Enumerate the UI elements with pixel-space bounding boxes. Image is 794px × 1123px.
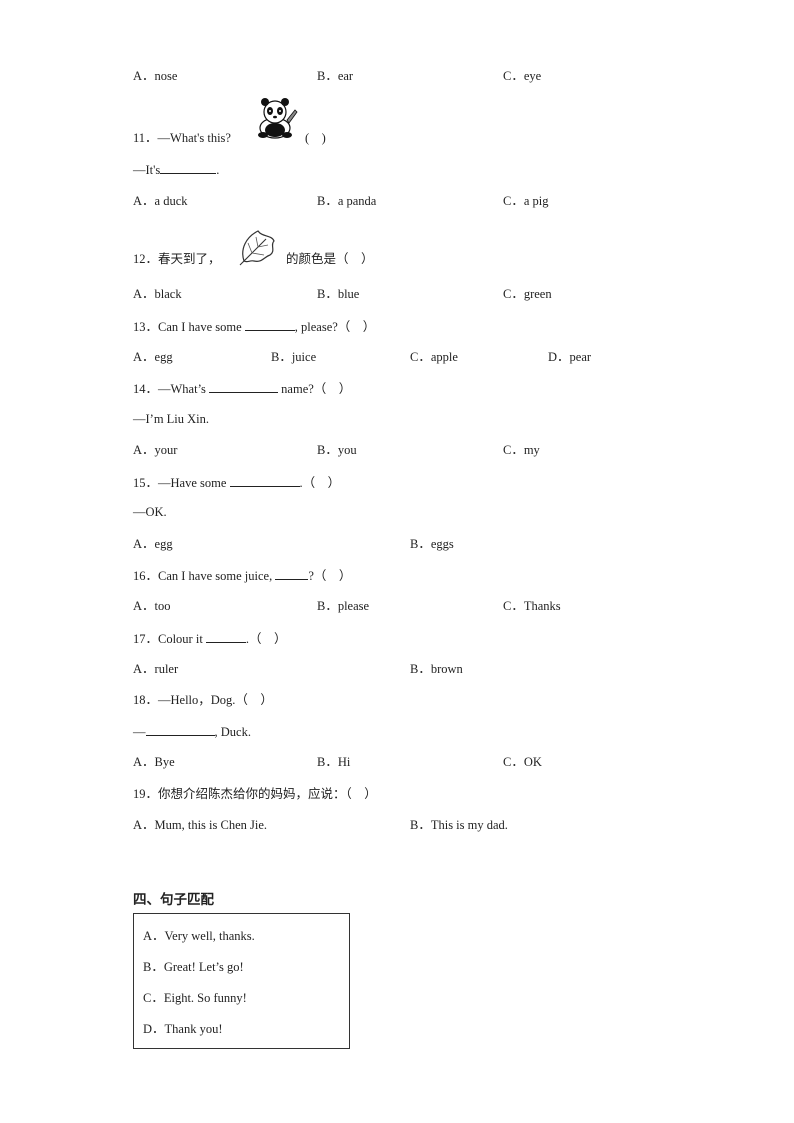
q13-prompt-end: , please?（ ） [294, 320, 376, 334]
q19-option-b[interactable]: B．This is my dad. [410, 818, 508, 832]
match-item-a[interactable]: A．Very well, thanks. [143, 929, 255, 943]
q15-prompt: 15．—Have some .（ ） [133, 474, 340, 491]
q10-option-b[interactable]: B．ear [317, 69, 354, 83]
panda-picture [258, 98, 298, 139]
sentence-match-box: A．Very well, thanks. B．Great! Let’s go! … [133, 913, 350, 1049]
q18-answer-line: — , Duck. [133, 723, 251, 740]
q18-option-a[interactable]: A．Bye [133, 755, 175, 769]
match-item-d[interactable]: D．Thank you! [143, 1022, 223, 1036]
q12-prompt-end: 的颜色是（ ） [286, 252, 374, 266]
q18-blank[interactable] [145, 723, 215, 736]
q16-option-a[interactable]: A．too [133, 599, 171, 613]
q19-option-a[interactable]: A．Mum, this is Chen Jie. [133, 818, 268, 832]
q11-answer-line: —It's. [133, 161, 219, 178]
q12-option-a[interactable]: A．black [133, 287, 182, 301]
q11-answer-paren[interactable]: ( ) [305, 131, 326, 145]
q11-question-text: 11．—What's this? [133, 131, 231, 145]
q15-option-a[interactable]: A．egg [133, 537, 173, 551]
q11-answer-suffix: . [216, 163, 220, 177]
q15-answer: —OK. [133, 505, 167, 519]
q16-prompt-start: 16．Can I have some juice, [133, 569, 273, 583]
q14-answer: —I’m Liu Xin. [133, 412, 210, 426]
q13-option-c[interactable]: C．apple [410, 350, 458, 364]
match-item-b[interactable]: B．Great! Let’s go! [143, 960, 244, 974]
q16-blank[interactable] [275, 567, 309, 580]
q17-prompt: 17．Colour it .（ ） [133, 630, 287, 647]
q12-option-c[interactable]: C．green [503, 287, 552, 301]
q12-prompt-start: 12．春天到了， [133, 252, 221, 266]
q15-blank[interactable] [229, 474, 300, 487]
q14-prompt-end: name?（ ） [281, 382, 352, 396]
q11-answer-prefix: —It's [133, 163, 161, 177]
q11-blank[interactable] [160, 161, 217, 174]
q16-prompt-end: ?（ ） [308, 569, 352, 583]
q17-option-b[interactable]: B．brown [410, 662, 463, 676]
section-title: 四、句子匹配 [133, 892, 214, 908]
q10-option-c[interactable]: C．eye [503, 69, 542, 83]
q10-option-a[interactable]: A．nose [133, 69, 178, 83]
q17-option-a[interactable]: A．ruler [133, 662, 179, 676]
q13-option-b[interactable]: B．juice [271, 350, 317, 364]
q16-prompt: 16．Can I have some juice, ?（ ） [133, 567, 351, 584]
q18-prompt: 18．—Hello，Dog.（ ） [133, 693, 273, 707]
q14-option-a[interactable]: A．your [133, 443, 178, 457]
q18-option-b[interactable]: B．Hi [317, 755, 351, 769]
q18-answer-prefix: — [133, 725, 146, 739]
match-item-c[interactable]: C．Eight. So funny! [143, 991, 247, 1005]
q11-option-b[interactable]: B．a panda [317, 194, 377, 208]
q14-option-b[interactable]: B．you [317, 443, 357, 457]
q14-blank[interactable] [209, 380, 279, 393]
q16-option-c[interactable]: C．Thanks [503, 599, 561, 613]
q17-prompt-start: 17．Colour it [133, 632, 203, 646]
q11-option-a[interactable]: A．a duck [133, 194, 188, 208]
q18-option-c[interactable]: C．OK [503, 755, 542, 769]
q15-prompt-end: .（ ） [299, 476, 341, 490]
q13-prompt-start: 13．Can I have some [133, 320, 242, 334]
q13-option-a[interactable]: A．egg [133, 350, 173, 364]
q13-blank[interactable] [244, 318, 295, 331]
q11-option-c[interactable]: C．a pig [503, 194, 549, 208]
q11-prompt: 11．—What's this? [133, 130, 231, 146]
q19-prompt: 19．你想介绍陈杰给你的妈妈，应说：（ ） [133, 787, 377, 801]
q14-prompt: 14．—What’s name?（ ） [133, 380, 351, 397]
q14-prompt-start: 14．—What’s [133, 382, 206, 396]
q15-prompt-start: 15．—Have some [133, 476, 227, 490]
leaf-picture [239, 230, 275, 266]
q16-option-b[interactable]: B．please [317, 599, 370, 613]
q12-option-b[interactable]: B．blue [317, 287, 360, 301]
q14-option-c[interactable]: C．my [503, 443, 540, 457]
q15-option-b[interactable]: B．eggs [410, 537, 454, 551]
q13-prompt: 13．Can I have some , please?（ ） [133, 318, 375, 335]
q17-prompt-end: .（ ） [245, 632, 287, 646]
q17-blank[interactable] [205, 630, 246, 643]
q13-option-d[interactable]: D．pear [548, 350, 592, 364]
q18-answer-suffix: , Duck. [214, 725, 251, 739]
